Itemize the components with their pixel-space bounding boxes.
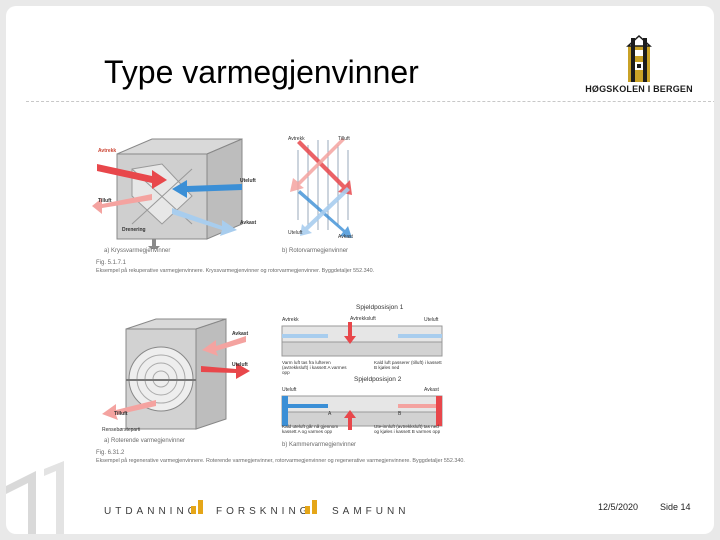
br-position-2: Spjeldposisjon 2 xyxy=(354,376,402,383)
br-label-uteluft: Uteluft xyxy=(424,317,439,323)
br-label-avtrekk: Avtrekk xyxy=(282,317,299,323)
slide-title: Type varmegjenvinner xyxy=(104,54,419,90)
title-divider xyxy=(26,101,714,102)
bottom-fig-number: Fig. 6.31.2 xyxy=(96,450,125,456)
br-position-1: Spjeldposisjon 1 xyxy=(356,304,404,311)
bl-label-brush: Rensebørsteparti xyxy=(102,427,141,433)
bl-label-tilluft: Tilluft xyxy=(114,411,128,417)
br-label-avtrekksluft: Avtrekksluft xyxy=(350,316,376,322)
tr-caption: b) Rotorvarmegjenvinner xyxy=(282,248,349,254)
tr-label-avkast: Avkast xyxy=(338,234,353,240)
slide-number: Side 14 xyxy=(660,502,691,512)
tl-caption: a) Kryssvarmegjenvinner xyxy=(104,248,171,254)
slide-date: 12/5/2020 xyxy=(598,502,639,512)
br-note-4: Ute-innluft (avtrekksluft) tas ned og kj… xyxy=(374,424,441,434)
bars-icon xyxy=(191,500,203,514)
tr-label-uteluft: Uteluft xyxy=(288,230,303,236)
br-label-uteluft-2: Uteluft xyxy=(282,387,297,393)
br-note-1: Varm luft tas fra lufteren (avtrekksluft… xyxy=(282,360,347,375)
rotary-wheel-illustration xyxy=(102,318,250,430)
footer-word-forskning: FORSKNING xyxy=(216,506,312,517)
bl-label-uteluft: Uteluft xyxy=(232,362,248,368)
slide: Type varmegjenvinner HØGSKOLEN I BERGEN xyxy=(6,6,714,534)
br-label-avkast: Avkast xyxy=(424,387,439,393)
br-label-a: A xyxy=(328,411,332,417)
cross-flow-exchanger-illustration xyxy=(92,138,243,249)
tl-label-tilluft: Tilluft xyxy=(98,198,112,204)
top-fig-number: Fig. 5.1.7.1 xyxy=(96,260,127,266)
tl-label-avkast: Avtrekk xyxy=(98,148,117,154)
tl-label-uteluft: Uteluft xyxy=(240,178,256,184)
tl-label-avkast-2: Avkast xyxy=(240,220,257,226)
logo-text: HØGSKOLEN I BERGEN xyxy=(585,84,693,94)
tr-label-avtrekk: Avtrekk xyxy=(288,136,305,142)
footer-word-samfunn: SAMFUNN xyxy=(332,506,410,517)
br-caption: b) Kammervarmegjenvinner xyxy=(282,442,357,448)
tr-label-tilluft: Tilluft xyxy=(338,136,350,142)
chamber-exchanger-illustration xyxy=(281,322,443,430)
hib-logo: HØGSKOLEN I BERGEN xyxy=(584,34,694,98)
br-note-2: Kald luft passerer (tilluft) i kassett B… xyxy=(374,360,442,370)
bl-caption: a) Roterende varmegjenvinner xyxy=(104,438,186,444)
heat-recovery-figure: Avtrekk Tilluft Uteluft Avkast Drenering… xyxy=(92,124,465,469)
bottom-fig-caption: Eksempel på regenerative varmegjenvinner… xyxy=(96,458,465,464)
plate-exchanger-illustration xyxy=(290,138,352,238)
logo-building-icon xyxy=(626,34,652,82)
corner-decoration xyxy=(6,461,64,534)
tl-label-drenering: Drenering xyxy=(122,227,146,233)
br-note-3: Kald uteluft går nå gjennom kassett A og… xyxy=(282,424,339,434)
bars-icon xyxy=(305,500,317,514)
top-fig-caption: Eksempel på rekuperative varmegjenvinner… xyxy=(96,268,375,274)
footer-word-utdanning: UTDANNING xyxy=(104,506,200,517)
br-label-b: B xyxy=(398,411,402,417)
bl-label-avkast: Avkast xyxy=(232,331,249,337)
